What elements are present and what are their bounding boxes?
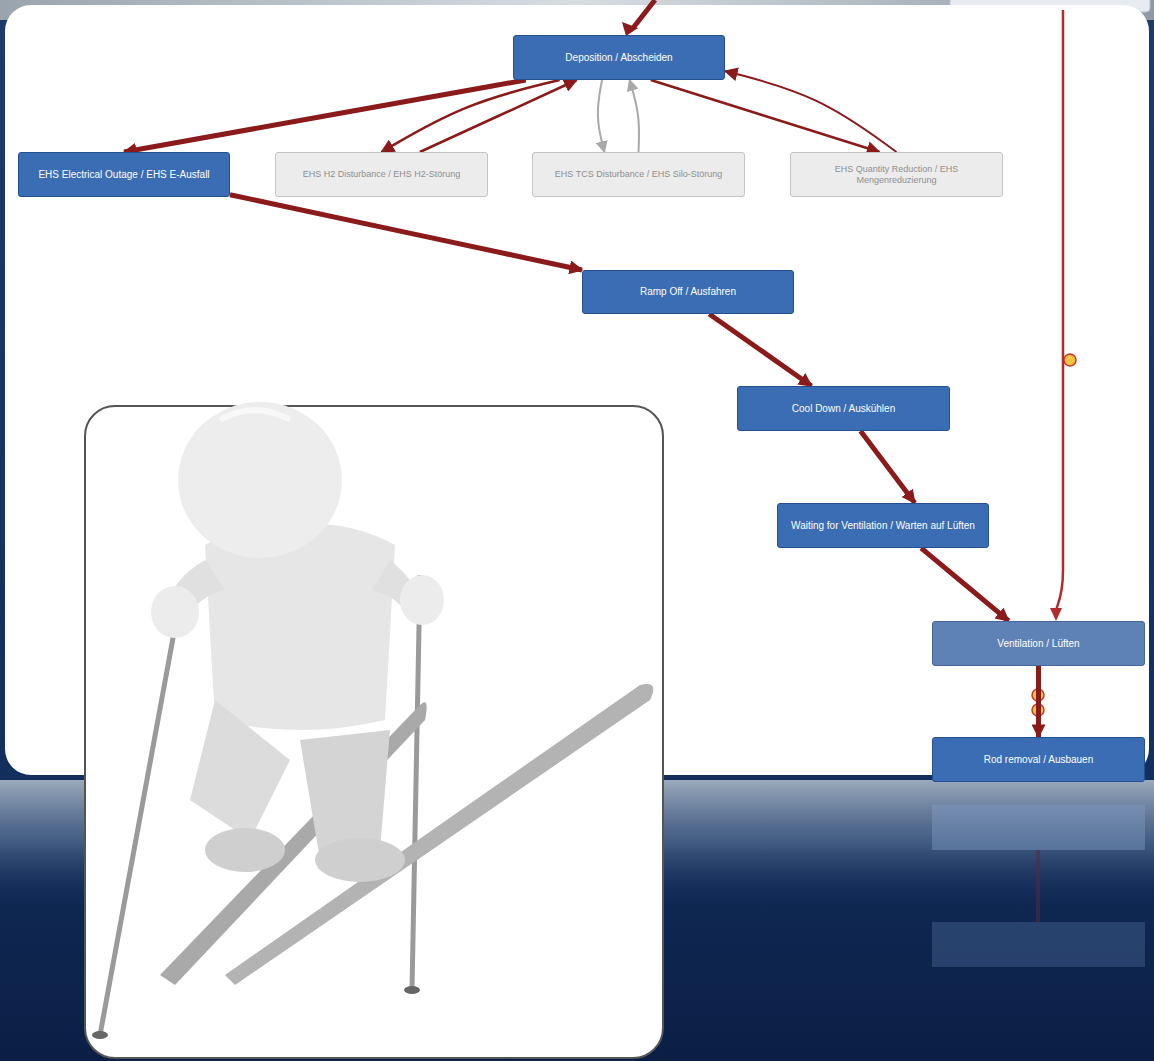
token-dot: [1064, 354, 1076, 366]
node-label: EHS H2 Disturbance / EHS H2-Störung: [303, 169, 461, 180]
node-label: EHS Quantity Reduction / EHS Mengenreduz…: [799, 164, 994, 186]
flow-arrow: [921, 548, 1009, 621]
process-box: Cool Down / Auskühlen: [737, 386, 950, 431]
flow-arrow: [124, 80, 526, 152]
node-label: EHS TCS Disturbance / EHS Silo-Störung: [555, 169, 722, 180]
incoming-line: [633, 0, 655, 28]
flow-arrow: [709, 314, 811, 386]
process-box: Deposition / Abscheiden: [513, 35, 725, 80]
process-box: Waiting for Ventilation / Warten auf Lüf…: [777, 503, 989, 548]
process-box: EHS Electrical Outage / EHS E-Ausfall: [18, 152, 230, 197]
process-box: Ventilation / Lüften: [932, 621, 1145, 666]
node-label: Ramp Off / Ausfahren: [640, 286, 736, 298]
node-label: Ventilation / Lüften: [997, 638, 1079, 650]
flow-arrow: [598, 80, 605, 152]
disabled-box: EHS Quantity Reduction / EHS Mengenreduz…: [790, 152, 1003, 197]
flow-arrow: [861, 431, 915, 503]
node-label: Cool Down / Auskühlen: [792, 403, 895, 415]
node-label: Rod removal / Ausbauen: [984, 754, 1094, 766]
flow-arrow: [382, 80, 560, 152]
arrowhead: [1050, 608, 1062, 621]
skier-illustration: [85, 402, 663, 1058]
reflection-line: [1036, 850, 1040, 922]
flow-arrow: [230, 195, 582, 270]
reflection-box: [932, 805, 1145, 850]
node-label: EHS Electrical Outage / EHS E-Ausfall: [38, 169, 209, 181]
process-box: Rod removal / Ausbauen: [932, 737, 1145, 782]
node-label: Waiting for Ventilation / Warten auf Lüf…: [791, 520, 975, 532]
flow-arrow: [725, 71, 897, 152]
flow-arrow: [630, 80, 639, 152]
arrowhead: [622, 22, 638, 36]
disabled-box: EHS H2 Disturbance / EHS H2-Störung: [275, 152, 488, 197]
process-box: Ramp Off / Ausfahren: [582, 270, 794, 314]
flow-arrow: [420, 80, 577, 152]
flow-arrow: [1036, 666, 1041, 737]
side-line: [1056, 10, 1063, 612]
reflection-box: [932, 922, 1145, 967]
disabled-box: EHS TCS Disturbance / EHS Silo-Störung: [532, 152, 745, 197]
node-label: Deposition / Abscheiden: [565, 52, 672, 64]
